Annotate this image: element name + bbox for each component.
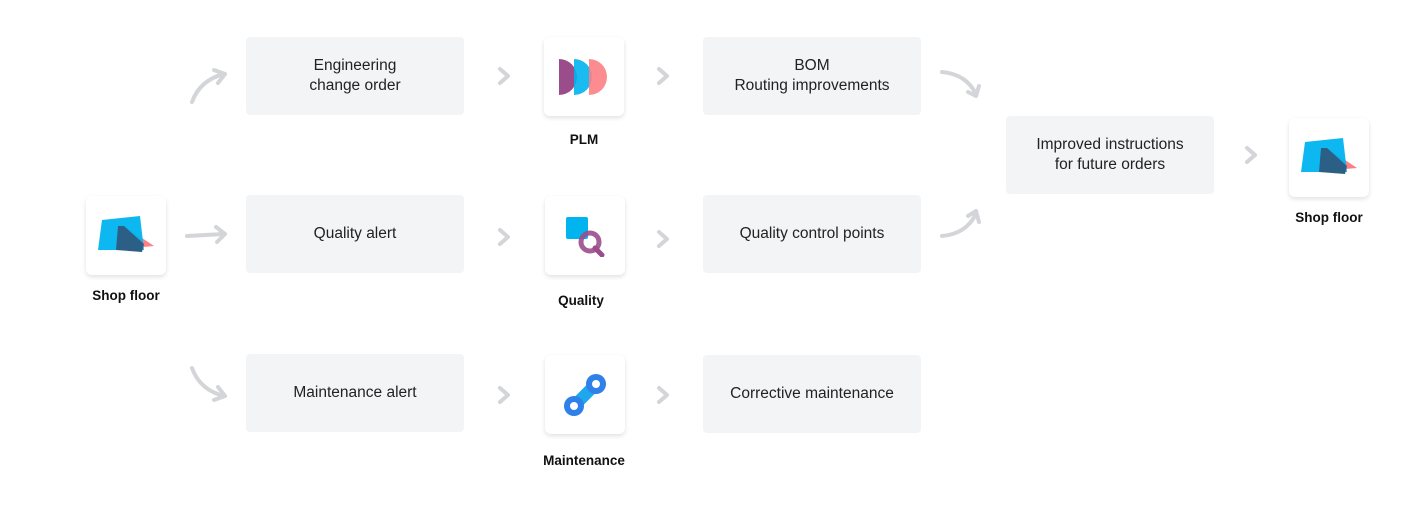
quality-control-points-step: Quality control points — [703, 195, 921, 273]
curved-arrow-down-icon — [940, 70, 981, 98]
curved-arrow-down-icon — [190, 366, 227, 402]
shop-floor-right-label: Shop floor — [1295, 210, 1363, 225]
plm-app-card — [544, 37, 624, 116]
engineering-change-order-step: Engineering change order — [246, 37, 464, 115]
plm-label: PLM — [569, 132, 599, 147]
quality-alert-step: Quality alert — [246, 195, 464, 273]
improved-instructions-step: Improved instructions for future orders — [1006, 116, 1214, 194]
chevron-right-icon — [657, 67, 669, 85]
chevron-right-icon — [657, 386, 669, 404]
shop-floor-app-card — [86, 196, 166, 275]
chevron-right-icon — [498, 386, 510, 404]
plm-icon — [559, 58, 607, 95]
maintenance-app-card — [545, 355, 625, 434]
maintenance-label: Maintenance — [543, 453, 625, 468]
curved-arrow-up-icon — [940, 209, 981, 238]
quality-icon — [566, 216, 605, 257]
curved-arrow-up-icon — [190, 68, 227, 104]
quality-label: Quality — [558, 293, 604, 308]
maintenance-icon — [564, 373, 606, 416]
chevron-right-icon — [498, 67, 510, 85]
shop-floor-app-card-right — [1289, 118, 1369, 197]
chevron-right-icon — [498, 228, 510, 246]
bom-routing-step: BOM Routing improvements — [703, 37, 921, 115]
chevron-right-icon — [657, 230, 669, 248]
quality-app-card — [545, 196, 625, 275]
arrow-right-icon — [185, 225, 227, 244]
chevron-right-icon — [1245, 146, 1257, 164]
maintenance-alert-step: Maintenance alert — [246, 354, 464, 432]
shop-floor-icon — [1301, 137, 1357, 174]
corrective-maintenance-step: Corrective maintenance — [703, 355, 921, 433]
shop-floor-icon — [98, 215, 154, 252]
shop-floor-label: Shop floor — [92, 288, 160, 303]
